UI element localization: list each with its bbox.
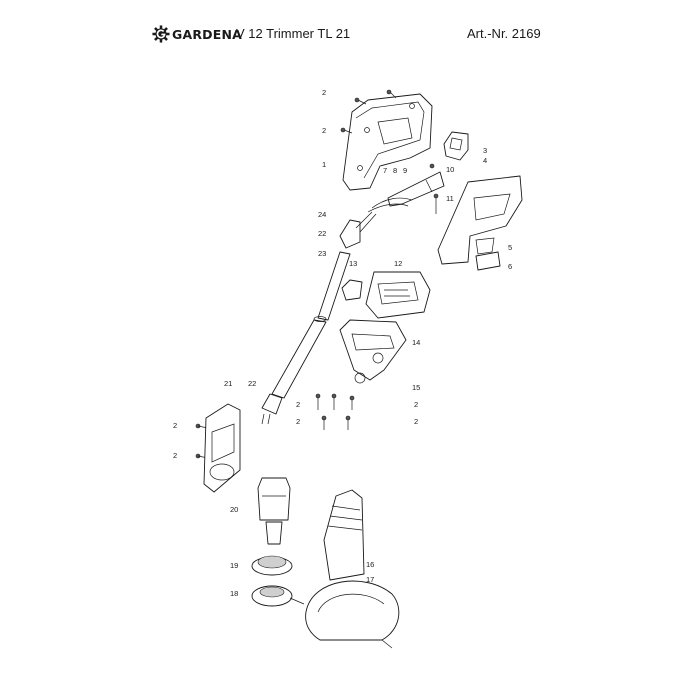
callout-2g: 2 [173, 421, 177, 430]
bellows-sleeve [323, 489, 365, 581]
line-spool [251, 585, 305, 607]
callout-2e: 2 [296, 417, 300, 426]
callout-2h: 2 [173, 451, 177, 460]
callout-22a: 22 [318, 229, 326, 238]
motor-housing-upper [365, 271, 431, 319]
callout-7: 7 [383, 166, 387, 175]
callout-4: 4 [483, 156, 487, 165]
battery-block [341, 279, 363, 301]
battery-housing [437, 175, 523, 271]
page-header: GARDENA V 12 Trimmer TL 21 Art.-Nr. 2169 [0, 0, 700, 60]
callout-2d: 2 [414, 400, 418, 409]
callout-18: 18 [230, 589, 238, 598]
callout-6: 6 [508, 262, 512, 271]
callout-5: 5 [508, 243, 512, 252]
callout-8: 8 [393, 166, 397, 175]
shaft-tube [271, 251, 351, 399]
screws-middle [195, 393, 355, 459]
callout-22b: 22 [248, 379, 256, 388]
callout-13: 13 [349, 259, 357, 268]
callout-9: 9 [403, 166, 407, 175]
grass-guard [305, 580, 400, 649]
callout-2f: 2 [414, 417, 418, 426]
callout-2b: 2 [322, 126, 326, 135]
gardena-logo: GARDENA [152, 25, 242, 43]
callout-23: 23 [318, 249, 326, 258]
callout-14: 14 [412, 338, 420, 347]
callout-2a: 2 [322, 88, 326, 97]
model-title: V 12 Trimmer TL 21 [236, 26, 351, 41]
callout-1: 1 [322, 160, 326, 169]
callout-19: 19 [230, 561, 238, 570]
shaft-connector-bottom [261, 393, 283, 425]
callout-24: 24 [318, 210, 326, 219]
callout-15: 15 [412, 383, 420, 392]
callout-10: 10 [446, 165, 454, 174]
callout-3: 3 [483, 146, 487, 155]
switch-module [443, 131, 469, 161]
callout-21: 21 [224, 379, 232, 388]
screw-11 [433, 193, 439, 214]
callout-2c: 2 [296, 400, 300, 409]
callout-17: 17 [366, 575, 374, 584]
upper-handle-half [342, 93, 433, 191]
callout-12: 12 [394, 259, 402, 268]
gardena-gear-icon [152, 25, 170, 43]
callout-20: 20 [230, 505, 238, 514]
motor [257, 477, 291, 545]
screws-top [340, 89, 397, 134]
wiring [367, 197, 413, 213]
article-number: Art.-Nr. 2169 [467, 26, 541, 41]
callout-16: 16 [366, 560, 374, 569]
motor-housing-lower [339, 319, 407, 384]
spool-holder [251, 555, 293, 576]
shaft-connector-top [339, 211, 377, 249]
brand-name: GARDENA [172, 26, 243, 42]
head-housing-half [203, 403, 241, 493]
callout-11: 11 [446, 194, 454, 203]
trigger-lever [387, 163, 445, 207]
